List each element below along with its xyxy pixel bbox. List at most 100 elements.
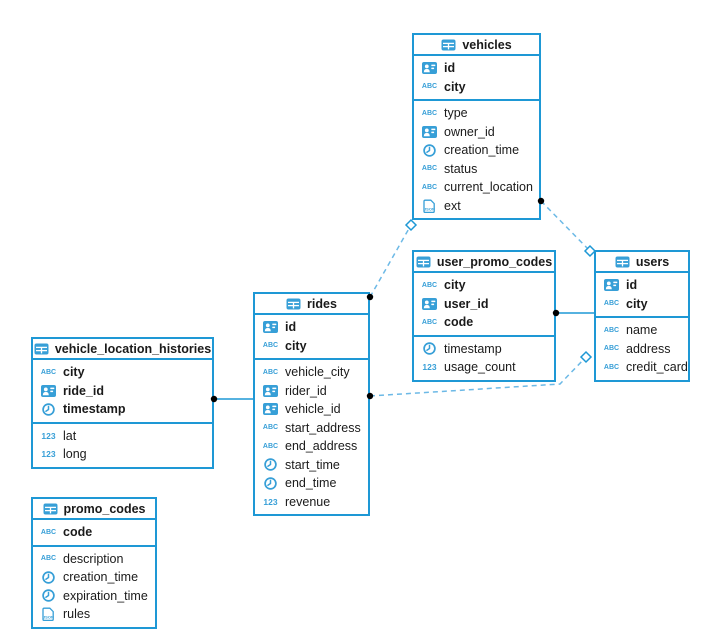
column-row-rider_id[interactable]: rider_id	[255, 382, 368, 401]
column-row-creation_time[interactable]: creation_time	[33, 568, 155, 587]
column-row-id[interactable]: id	[414, 59, 539, 78]
string-type-icon: ABC	[603, 300, 620, 308]
column-name: owner_id	[444, 124, 495, 139]
column-row-id[interactable]: id	[596, 276, 688, 295]
table-header-rides[interactable]: rides	[255, 294, 368, 315]
column-row-ride_id[interactable]: ride_id	[33, 382, 212, 401]
column-row-user_id[interactable]: user_id	[414, 295, 554, 314]
column-name: id	[626, 278, 638, 293]
column-row-credit_card[interactable]: ABC credit_card	[596, 358, 688, 377]
timestamp-type-icon	[262, 476, 279, 490]
string-type-icon: ABC	[603, 345, 620, 353]
table-header-vehicles[interactable]: vehicles	[414, 35, 539, 56]
column-row-timestamp[interactable]: timestamp	[414, 340, 554, 359]
column-row-owner_id[interactable]: owner_id	[414, 123, 539, 142]
integer-type-icon: 123	[41, 430, 56, 441]
column-name: name	[626, 323, 658, 338]
column-name: timestamp	[63, 402, 126, 417]
column-row-city[interactable]: ABC city	[596, 295, 688, 314]
string-type-icon: ABC	[603, 326, 620, 334]
column-name: city	[285, 338, 307, 353]
column-name: usage_count	[444, 360, 516, 375]
column-name: id	[285, 320, 297, 335]
string-type-icon: ABC	[421, 281, 438, 289]
column-name: lat	[63, 428, 77, 443]
column-row-timestamp[interactable]: timestamp	[33, 400, 212, 419]
timestamp-type-icon	[40, 589, 57, 603]
column-name: rules	[63, 607, 91, 622]
string-type-icon: ABC	[421, 109, 438, 117]
table-header-users[interactable]: users	[596, 252, 688, 273]
column-name: revenue	[285, 494, 331, 509]
column-row-city[interactable]: ABC city	[255, 337, 368, 356]
column-row-vehicle_id[interactable]: vehicle_id	[255, 400, 368, 419]
column-row-id[interactable]: id	[255, 318, 368, 337]
string-type-icon: ABC	[603, 363, 620, 371]
table-title: user_promo_codes	[436, 254, 553, 269]
column-name: id	[444, 61, 456, 76]
string-type-icon: ABC	[421, 165, 438, 173]
string-type-icon: ABC	[262, 368, 279, 376]
column-row-name[interactable]: ABC name	[596, 321, 688, 340]
column-row-end_time[interactable]: end_time	[255, 474, 368, 493]
column-row-status[interactable]: ABC status	[414, 160, 539, 179]
string-type-icon: ABC	[262, 342, 279, 350]
table-title: vehicles	[462, 37, 512, 52]
column-row-expiration_time[interactable]: expiration_time	[33, 587, 155, 606]
table-header-user_promo_codes[interactable]: user_promo_codes	[414, 252, 554, 273]
column-name: type	[444, 106, 468, 121]
table-title: promo_codes	[63, 501, 146, 516]
column-row-creation_time[interactable]: creation_time	[414, 141, 539, 160]
uuid-type-icon	[262, 321, 279, 334]
table-header-promo_codes[interactable]: promo_codes	[33, 499, 155, 520]
string-type-icon: ABC	[40, 528, 57, 536]
column-row-start_time[interactable]: start_time	[255, 456, 368, 475]
string-type-icon: ABC	[262, 442, 279, 450]
column-name: end_time	[285, 476, 337, 491]
column-name: city	[63, 365, 85, 380]
uuid-type-icon	[262, 384, 279, 397]
column-name: status	[444, 161, 478, 176]
column-name: city	[626, 296, 648, 311]
uuid-type-icon	[262, 403, 279, 416]
table-title: rides	[307, 296, 337, 311]
table-header-vehicle_location_histories[interactable]: vehicle_location_histories	[33, 339, 212, 360]
column-row-type[interactable]: ABC type	[414, 104, 539, 123]
string-type-icon: ABC	[262, 424, 279, 432]
uuid-type-icon	[603, 279, 620, 292]
table-icon	[43, 503, 58, 515]
column-row-lat[interactable]: 123 lat	[33, 427, 212, 446]
column-name: creation_time	[63, 570, 139, 585]
string-type-icon: ABC	[40, 555, 57, 563]
column-name: credit_card	[626, 360, 688, 375]
timestamp-type-icon	[40, 402, 57, 416]
